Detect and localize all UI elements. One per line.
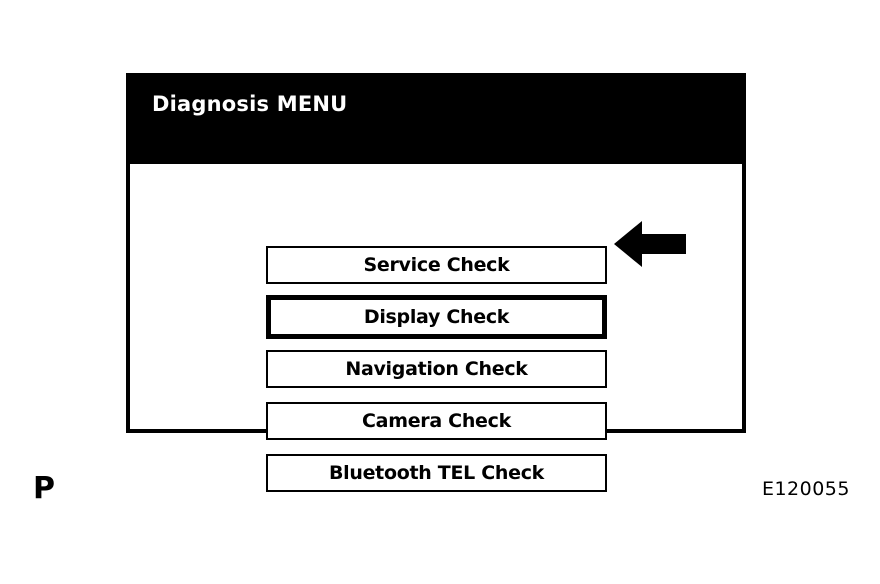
screen-title: Diagnosis MENU	[152, 92, 348, 116]
menu-item-camera-check[interactable]: Camera Check	[266, 402, 607, 440]
menu-item-service-check[interactable]: Service Check	[266, 246, 607, 284]
menu-item-label: Bluetooth TEL Check	[328, 462, 545, 484]
diagnosis-menu-screen: Diagnosis MENU Service Check Display Che…	[126, 73, 746, 492]
menu-item-label: Camera Check	[362, 410, 511, 432]
figure-code: E120055	[761, 478, 850, 500]
screen-body: Service Check Display Check Navigation C…	[126, 160, 746, 492]
menu-item-label: Navigation Check	[345, 358, 528, 380]
menu-item-label: Display Check	[363, 306, 510, 328]
menu-item-display-check[interactable]: Display Check	[266, 295, 607, 339]
menu-item-bluetooth-tel-check[interactable]: Bluetooth TEL Check	[266, 454, 607, 492]
menu-item-navigation-check[interactable]: Navigation Check	[266, 350, 607, 388]
panel-letter: P	[33, 471, 55, 506]
screen-header-bar: Diagnosis MENU	[126, 73, 746, 160]
menu-item-label: Service Check	[363, 254, 510, 276]
arrow-left-glyph	[614, 221, 686, 267]
menu-list: Service Check Display Check Navigation C…	[266, 246, 607, 506]
arrow-left-icon	[614, 219, 686, 269]
